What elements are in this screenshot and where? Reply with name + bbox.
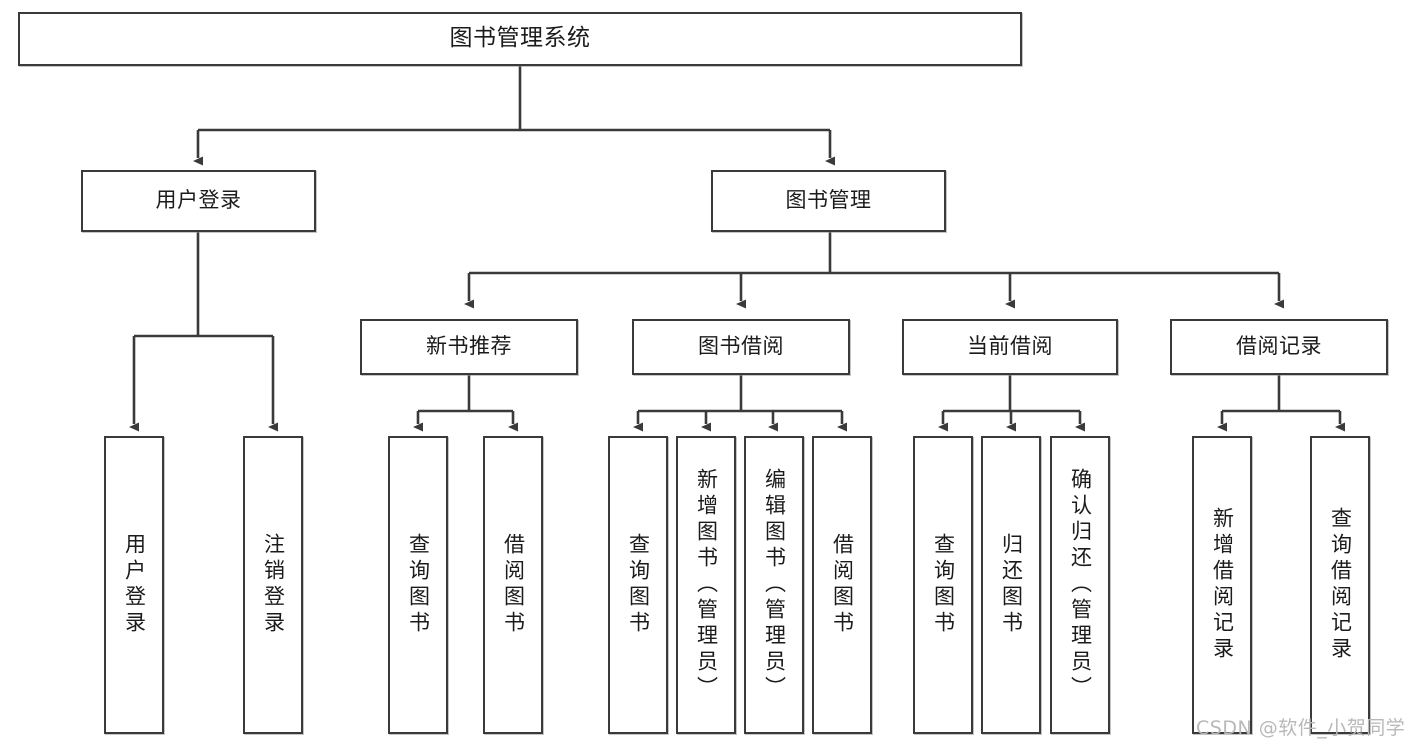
leaf-user-login-logout-label: 注销登录 — [261, 533, 286, 637]
node-book-borrow-label: 图书借阅 — [698, 334, 784, 359]
leaf-new-book-query-books-label: 查询图书 — [406, 533, 431, 637]
node-new-book-recommend[interactable]: 新书推荐 — [360, 319, 578, 375]
leaf-borrow-record-add-record[interactable]: 新增借阅记录 — [1192, 436, 1252, 734]
node-current-borrow-label: 当前借阅 — [967, 334, 1053, 359]
leaf-user-login-logout[interactable]: 注销登录 — [243, 436, 303, 734]
leaf-book-borrow-add-book-admin[interactable]: 新增图书（管理员） — [676, 436, 736, 734]
node-root-book-management-system[interactable]: 图书管理系统 — [18, 12, 1022, 66]
leaf-new-book-borrow-books-label: 借阅图书 — [501, 533, 526, 637]
node-user-login[interactable]: 用户登录 — [81, 170, 316, 232]
node-book-management[interactable]: 图书管理 — [711, 170, 946, 232]
node-borrow-record-label: 借阅记录 — [1236, 334, 1322, 359]
node-user-login-label: 用户登录 — [155, 188, 242, 213]
node-root-label: 图书管理系统 — [449, 25, 591, 52]
leaf-user-login-do-login-label: 用户登录 — [122, 533, 147, 637]
node-current-borrow[interactable]: 当前借阅 — [902, 319, 1118, 375]
leaf-current-borrow-return-books-label: 归还图书 — [999, 533, 1024, 637]
leaf-borrow-record-query-record[interactable]: 查询借阅记录 — [1310, 436, 1370, 734]
leaf-current-borrow-query-books-label: 查询图书 — [931, 533, 956, 637]
node-new-book-recommend-label: 新书推荐 — [426, 334, 512, 359]
leaf-book-borrow-edit-book-admin[interactable]: 编辑图书（管理员） — [744, 436, 804, 734]
node-book-management-label: 图书管理 — [785, 188, 872, 213]
leaf-borrow-record-query-record-label: 查询借阅记录 — [1328, 507, 1353, 663]
leaf-book-borrow-query-books-label: 查询图书 — [626, 533, 651, 637]
leaf-borrow-record-add-record-label: 新增借阅记录 — [1210, 507, 1235, 663]
leaf-new-book-query-books[interactable]: 查询图书 — [388, 436, 448, 734]
leaf-book-borrow-borrow-books[interactable]: 借阅图书 — [812, 436, 872, 734]
node-book-borrow[interactable]: 图书借阅 — [632, 319, 850, 375]
leaf-book-borrow-edit-book-admin-label: 编辑图书（管理员） — [762, 468, 787, 702]
leaf-user-login-do-login[interactable]: 用户登录 — [104, 436, 164, 734]
leaf-book-borrow-borrow-books-label: 借阅图书 — [830, 533, 855, 637]
leaf-current-borrow-confirm-return-admin[interactable]: 确认归还（管理员） — [1050, 436, 1110, 734]
leaf-new-book-borrow-books[interactable]: 借阅图书 — [483, 436, 543, 734]
leaf-current-borrow-return-books[interactable]: 归还图书 — [981, 436, 1041, 734]
leaf-current-borrow-confirm-return-admin-label: 确认归还（管理员） — [1068, 468, 1093, 702]
leaf-book-borrow-query-books[interactable]: 查询图书 — [608, 436, 668, 734]
leaf-book-borrow-add-book-admin-label: 新增图书（管理员） — [694, 468, 719, 702]
node-borrow-record[interactable]: 借阅记录 — [1170, 319, 1388, 375]
leaf-current-borrow-query-books[interactable]: 查询图书 — [913, 436, 973, 734]
